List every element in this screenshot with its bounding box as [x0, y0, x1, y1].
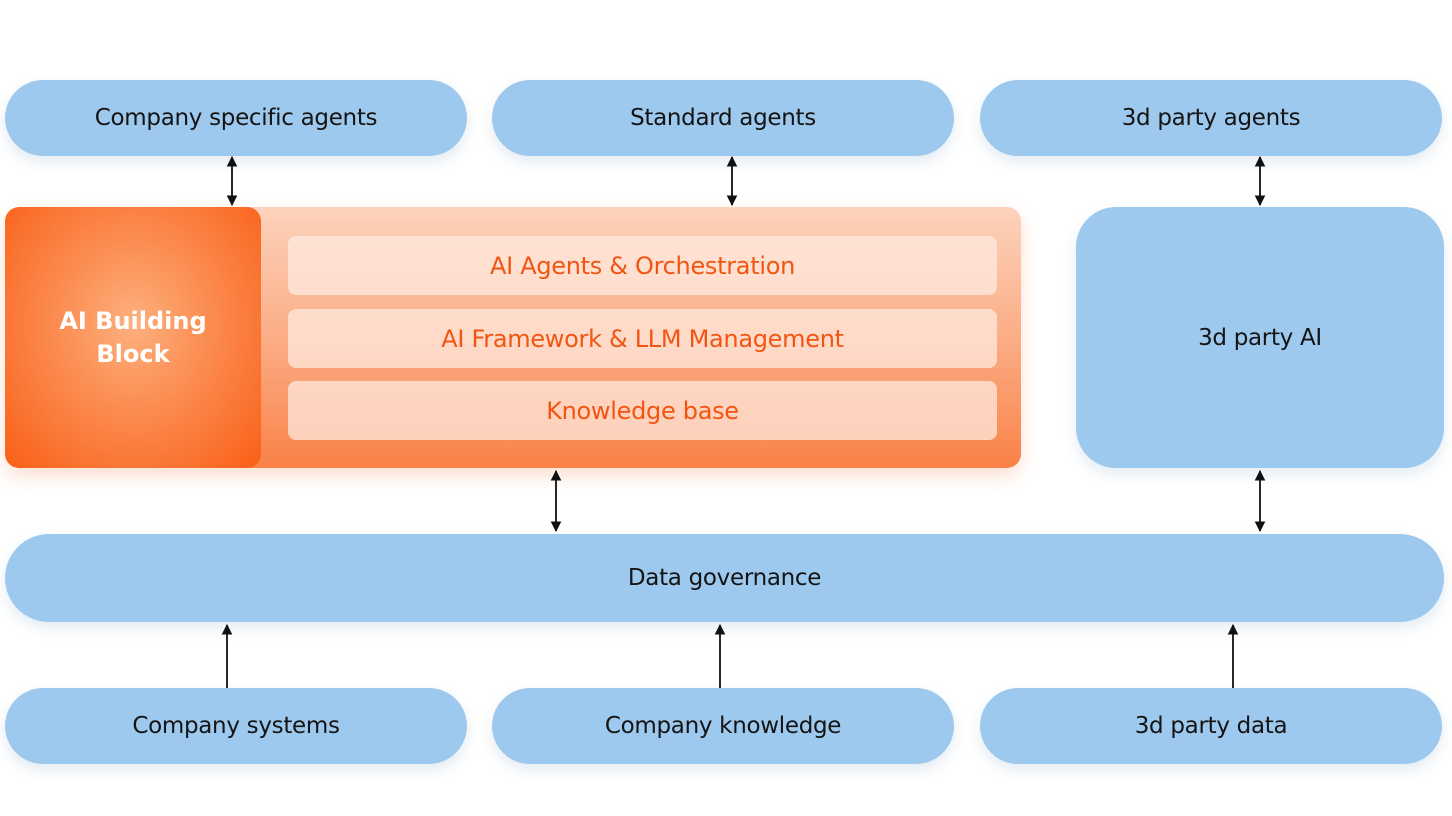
- company-knowledge-box: Company knowledge: [492, 688, 954, 764]
- company-knowledge-label: Company knowledge: [604, 713, 842, 739]
- third-party-ai-box: 3d party AI: [1076, 207, 1444, 468]
- company-systems-box: Company systems: [5, 688, 467, 764]
- layer-ai-framework-llm-management: AI Framework & LLM Management: [288, 309, 997, 368]
- third-party-data-label: 3d party data: [1134, 713, 1288, 739]
- company-specific-agents-label: Company specific agents: [94, 105, 378, 131]
- standard-agents-label: Standard agents: [630, 105, 816, 131]
- company-specific-agents-box: Company specific agents: [5, 80, 467, 156]
- third-party-data-box: 3d party data: [980, 688, 1442, 764]
- layer-label: AI Framework & LLM Management: [441, 324, 844, 353]
- third-party-agents-box: 3d party agents: [980, 80, 1442, 156]
- layer-ai-agents-orchestration: AI Agents & Orchestration: [288, 236, 997, 295]
- layer-label: Knowledge base: [546, 396, 739, 425]
- third-party-ai-label: 3d party AI: [1198, 324, 1322, 351]
- standard-agents-box: Standard agents: [492, 80, 954, 156]
- ai-building-block-header: AI Building Block: [5, 207, 261, 468]
- ai-building-block-title: AI Building Block: [59, 306, 207, 368]
- layer-label: AI Agents & Orchestration: [489, 251, 795, 280]
- layer-knowledge-base: Knowledge base: [288, 381, 997, 440]
- company-systems-label: Company systems: [132, 713, 340, 739]
- data-governance-box: Data governance: [5, 534, 1444, 622]
- ai-building-block: AI Building Block AI Agents & Orchestrat…: [5, 207, 1021, 468]
- third-party-agents-label: 3d party agents: [1121, 105, 1301, 131]
- data-governance-label: Data governance: [627, 565, 822, 591]
